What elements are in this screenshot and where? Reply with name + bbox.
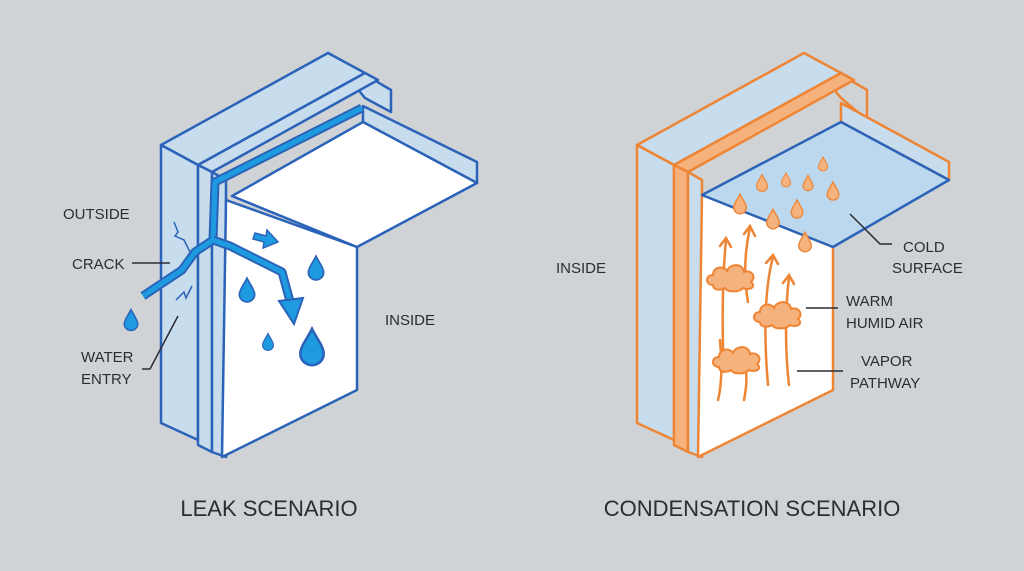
label-crack: CRACK [72, 256, 125, 273]
condensation-wall-diagram [635, 51, 951, 459]
label-inside-condensation: INSIDE [556, 260, 606, 277]
water-drop-icon [123, 308, 139, 332]
condensation-leader-lines [797, 213, 892, 372]
label-vapor-line1: VAPOR [861, 353, 913, 370]
label-warm-air-line2: HUMID AIR [846, 315, 924, 332]
inner-panel-face [220, 198, 359, 459]
leak-wall-diagram [159, 51, 479, 459]
label-outside: OUTSIDE [63, 206, 130, 223]
label-inside-leak: INSIDE [385, 312, 435, 329]
crack-lines [173, 221, 193, 301]
label-cold-surface-line2: SURFACE [892, 260, 963, 277]
condensation-scenario-title: CONDENSATION SCENARIO [604, 496, 901, 521]
shelf-top [230, 120, 479, 249]
label-water-entry-line1: WATER [81, 349, 134, 366]
water-path [140, 103, 365, 307]
cold-surface [700, 120, 951, 249]
water-arrow-head-icon [277, 296, 305, 327]
label-vapor-line2: PATHWAY [850, 375, 920, 392]
small-arrow-icon [252, 228, 280, 250]
outer-slab-front [159, 143, 200, 442]
middle-layer-front [672, 163, 690, 454]
leak-leader-lines [132, 262, 179, 370]
label-warm-air-line1: WARM [846, 293, 893, 310]
outer-slab-front [635, 143, 676, 442]
leak-scenario-title: LEAK SCENARIO [180, 496, 357, 521]
label-water-entry-line2: ENTRY [81, 371, 132, 388]
label-cold-surface-line1: COLD [903, 239, 945, 256]
